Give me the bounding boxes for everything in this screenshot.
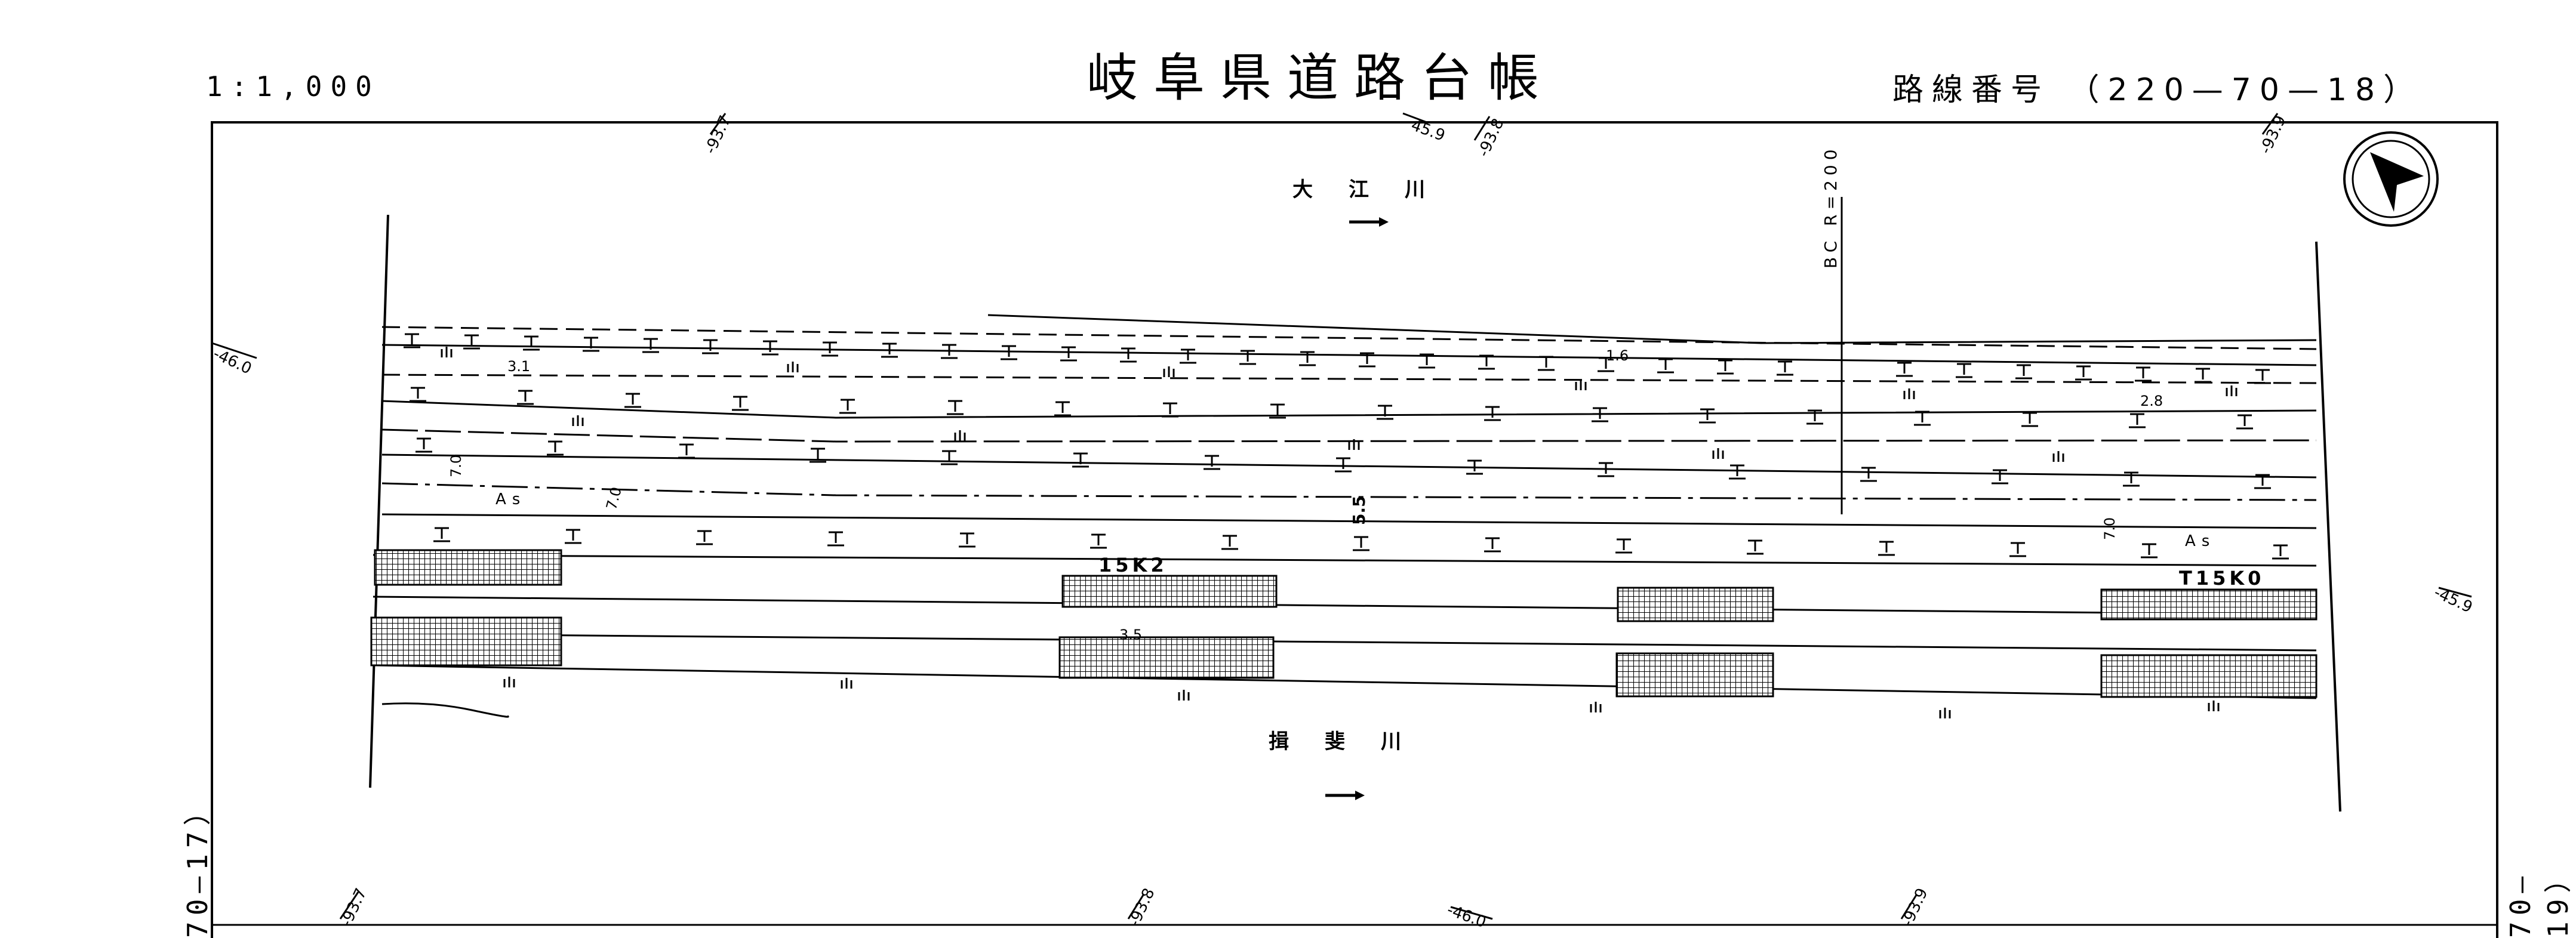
station-15k2: 15K2	[1098, 554, 1168, 576]
route-number: 路線番号 （220—70—18）	[1892, 64, 2423, 109]
width-label: 7.0	[448, 454, 464, 477]
sheet-frame	[211, 121, 2498, 938]
map-scale: 1:1,000	[206, 70, 380, 103]
pavement-label: As	[495, 490, 527, 508]
pavement-label: As	[2185, 532, 2216, 550]
structure-hatch	[370, 549, 2318, 698]
grass-symbols	[441, 345, 2238, 720]
width-label: 3.5	[1119, 627, 1143, 643]
width-label: 3.1	[507, 358, 531, 375]
curve-label: BC R=200	[1821, 144, 1841, 269]
river-label-bottom: 揖斐川	[1269, 730, 1437, 754]
width-label: 2.8	[2140, 393, 2163, 409]
width-label: 5.5	[1349, 495, 1369, 525]
north-arrow-icon	[2343, 131, 2439, 227]
flow-arrow-icon	[1325, 217, 1389, 800]
width-label: 1.6	[1606, 347, 1629, 364]
river-label-top: 大江川	[1292, 178, 1461, 202]
road-symbols	[402, 333, 2290, 560]
route-number-label: 路線番号	[1892, 72, 2051, 108]
route-number-value: （220—70—18）	[2068, 72, 2423, 108]
width-label: 7.0	[2101, 517, 2118, 540]
map-title: 岐阜県道路台帳	[1087, 48, 1555, 108]
station-t15k0: T15K0	[2179, 567, 2265, 590]
